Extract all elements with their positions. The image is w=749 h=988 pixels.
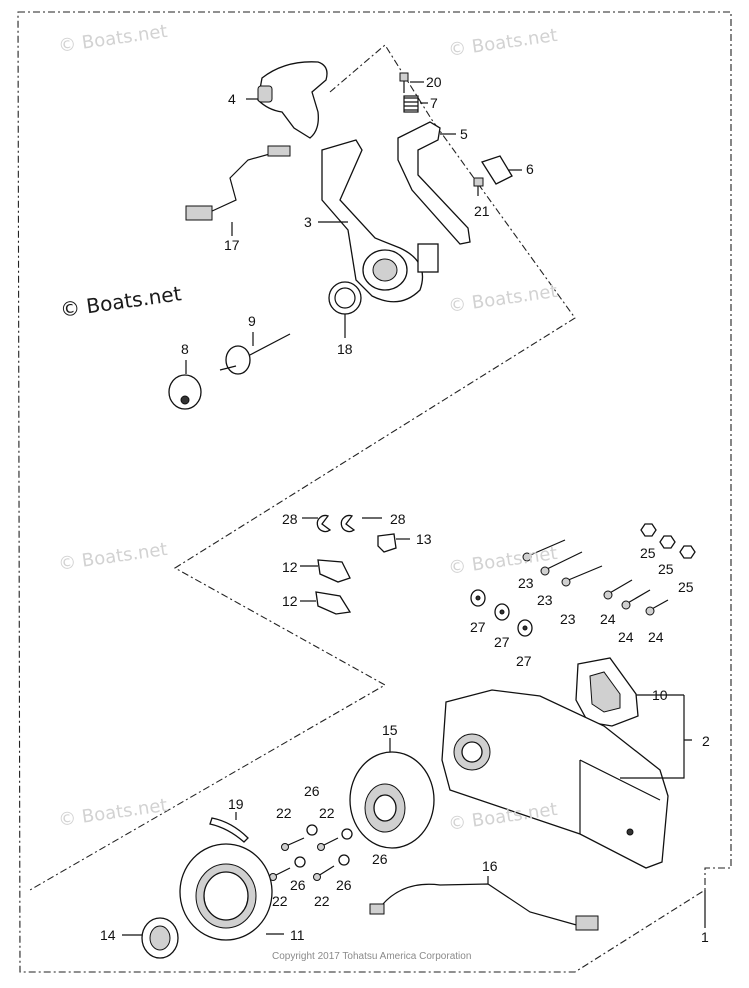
callout-26: 26 <box>336 877 352 893</box>
callout-7: 7 <box>430 95 438 111</box>
part-13-cap <box>377 533 410 553</box>
copyright-notice: Copyright 2017 Tohatsu America Corporati… <box>272 951 472 962</box>
callout-27: 27 <box>494 634 510 650</box>
callout-22: 22 <box>314 893 330 909</box>
callout-25: 25 <box>640 545 656 561</box>
part-24-screws <box>603 579 669 616</box>
callout-25: 25 <box>658 561 674 577</box>
callout-17: 17 <box>224 237 240 253</box>
part-21-screw <box>473 177 484 196</box>
callout-3: 3 <box>304 214 312 230</box>
part-8-knob <box>168 360 202 410</box>
group-boundary-frame <box>17 11 732 973</box>
part-28-clip-a <box>302 514 332 533</box>
callout-1: 1 <box>701 929 709 945</box>
callout-24: 24 <box>618 629 634 645</box>
part-12-cam-b <box>300 591 352 615</box>
part-17-harness <box>185 145 291 236</box>
part-2-housing <box>441 689 692 869</box>
callout-27: 27 <box>470 619 486 635</box>
callout-22: 22 <box>276 805 292 821</box>
callout-19: 19 <box>228 796 244 812</box>
callout-15: 15 <box>382 722 398 738</box>
part-16-cable <box>369 876 599 931</box>
part-7-spring <box>403 95 428 113</box>
callout-21: 21 <box>474 203 490 219</box>
callout-9: 9 <box>248 313 256 329</box>
callout-27: 27 <box>516 653 532 669</box>
callout-28: 28 <box>390 511 406 527</box>
part-15-rotor <box>349 738 435 849</box>
callout-2: 2 <box>702 733 710 749</box>
part-5-arm <box>397 121 471 245</box>
callout-18: 18 <box>337 341 353 357</box>
part-28-clip-b <box>340 514 382 533</box>
part-19-shim <box>209 812 249 843</box>
part-11-flywheel <box>179 843 284 941</box>
part-6-block <box>481 155 522 185</box>
part-26-washers <box>294 824 353 868</box>
part-9-shaft <box>219 332 291 375</box>
callout-23: 23 <box>518 575 534 591</box>
callout-5: 5 <box>460 126 468 142</box>
part-14-gear <box>122 917 179 959</box>
callout-22: 22 <box>319 805 335 821</box>
callout-23: 23 <box>560 611 576 627</box>
callout-28: 28 <box>282 511 298 527</box>
callout-8: 8 <box>181 341 189 357</box>
part-10-plate <box>575 657 684 727</box>
callout-16: 16 <box>482 858 498 874</box>
part-4-grip <box>246 61 328 139</box>
callout-14: 14 <box>100 927 116 943</box>
callout-26: 26 <box>304 783 320 799</box>
callout-12: 12 <box>282 593 298 609</box>
callout-6: 6 <box>526 161 534 177</box>
part-20-screw <box>399 72 424 93</box>
callout-23: 23 <box>537 592 553 608</box>
part-12-cam-a <box>300 559 351 583</box>
callout-24: 24 <box>648 629 664 645</box>
callout-4: 4 <box>228 91 236 107</box>
part-23-screws <box>522 539 603 587</box>
part-27-washers <box>470 589 533 637</box>
callout-20: 20 <box>426 74 442 90</box>
part-3-arm-housing <box>318 139 439 303</box>
callout-10: 10 <box>652 687 668 703</box>
callout-26: 26 <box>372 851 388 867</box>
callout-22: 22 <box>272 893 288 909</box>
callout-12: 12 <box>282 559 298 575</box>
part-18-ring <box>328 281 362 338</box>
callout-13: 13 <box>416 531 432 547</box>
callout-25: 25 <box>678 579 694 595</box>
callout-11: 11 <box>290 927 305 943</box>
part-25-nuts <box>640 523 696 559</box>
callout-26: 26 <box>290 877 306 893</box>
callout-24: 24 <box>600 611 616 627</box>
